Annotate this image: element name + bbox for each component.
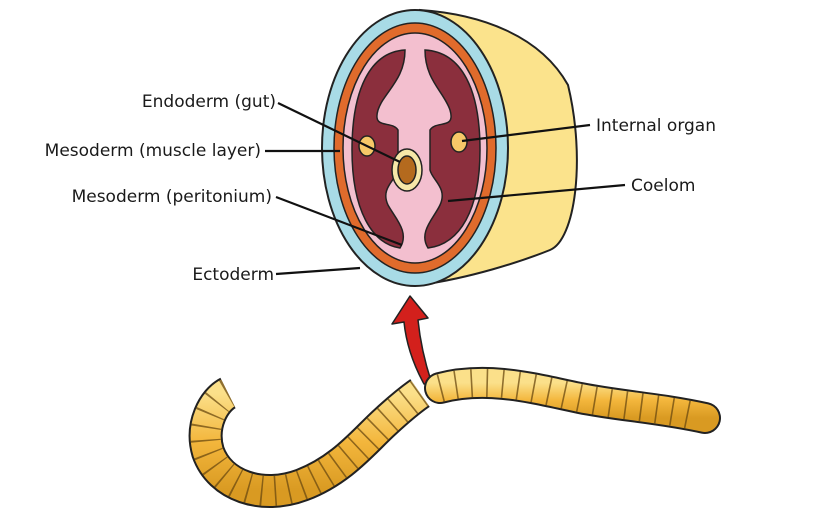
red-arrow: [391, 295, 433, 385]
leader-mesoderm-peritonium: [275, 195, 403, 247]
leader-endoderm: [277, 102, 401, 163]
internal-organ-right: [450, 131, 468, 153]
leader-ectoderm: [275, 266, 361, 276]
label-coelom: Coelom: [631, 176, 695, 196]
label-endoderm: Endoderm (gut): [142, 92, 276, 112]
worm-left-rings: [190, 379, 429, 506]
gut-lumen: [397, 155, 417, 185]
label-mesoderm-muscle: Mesoderm (muscle layer): [45, 141, 261, 161]
leader-coelom: [447, 183, 626, 203]
labels: Endoderm (gut) Mesoderm (muscle layer) M…: [45, 92, 716, 285]
label-internal-organ: Internal organ: [596, 116, 716, 136]
body-cylinder: [321, 8, 578, 287]
label-ectoderm: Ectoderm: [192, 265, 274, 285]
label-mesoderm-peritonium: Mesoderm (peritonium): [72, 187, 272, 207]
leader-lines: [265, 102, 626, 276]
coelom-cavity-left: [351, 49, 406, 249]
earthworm: [188, 366, 721, 508]
worm-right-rings: [436, 368, 699, 430]
leader-internal-organ: [461, 123, 591, 143]
